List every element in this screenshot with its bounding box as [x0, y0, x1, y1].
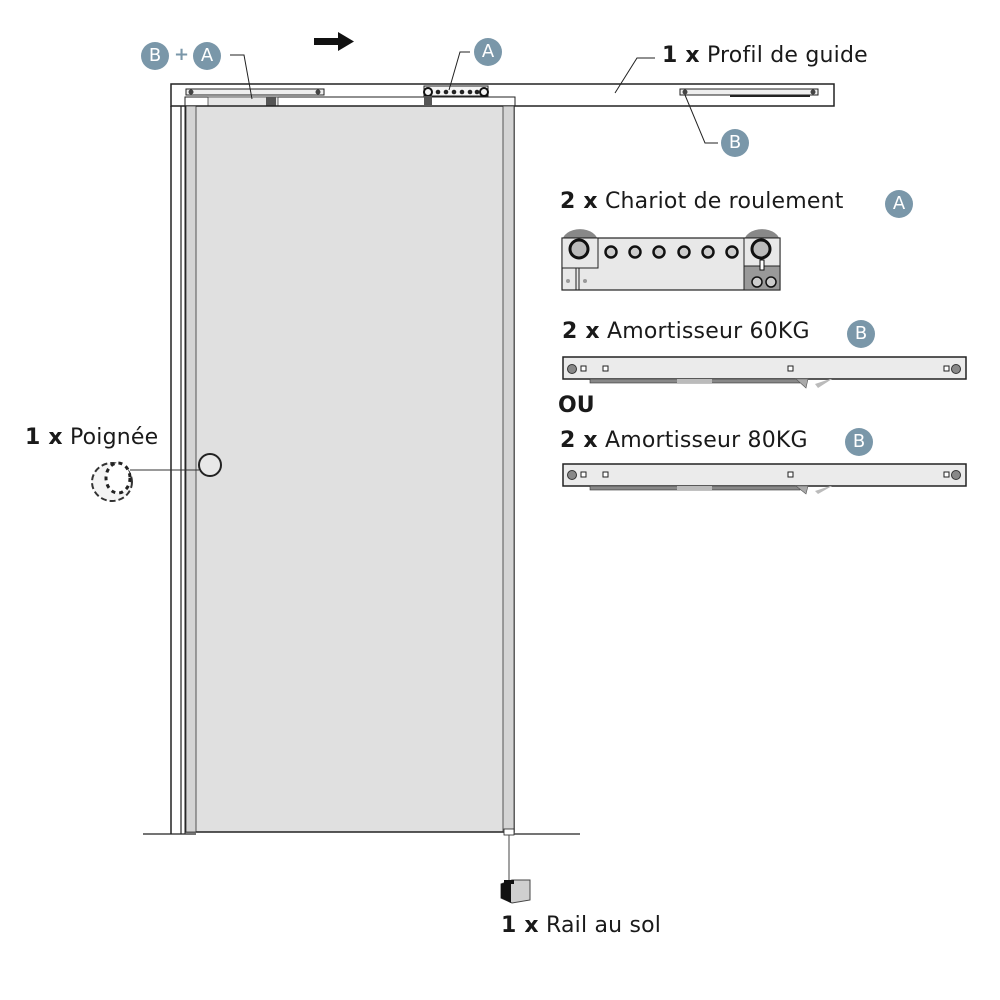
qty: 1 x [501, 913, 539, 938]
door-panel [185, 105, 515, 833]
qty: 2 x [562, 319, 600, 344]
part-name: Amortisseur 60KG [606, 319, 810, 344]
part-name: Chariot de roulement [604, 189, 844, 214]
label-damper-80kg: 2 x Amortisseur 80KG [560, 428, 808, 453]
part-name: Amortisseur 80KG [604, 428, 808, 453]
label-floor-rail: 1 x Rail au sol [501, 913, 661, 938]
qty: 1 x [25, 425, 63, 450]
qty: 2 x [560, 428, 598, 453]
separator-ou: OU [558, 393, 595, 418]
right-arrow-icon [314, 32, 354, 51]
part-name: Poignée [69, 425, 159, 450]
damper-60kg-drawing [562, 356, 967, 389]
qty: 2 x [560, 189, 598, 214]
label-carriage: 2 x Chariot de roulement [560, 189, 844, 214]
handle-icon [91, 461, 133, 502]
badge-b-top-left: B [141, 42, 169, 70]
handle-on-door [198, 453, 222, 477]
damper-80kg-drawing [562, 463, 967, 495]
badge-a-top-middle: A [474, 38, 502, 66]
floor-rail-icon [500, 879, 531, 904]
plus-sign: + [174, 44, 190, 65]
badge-b-rail: B [721, 129, 749, 157]
carriage-detail [561, 229, 781, 291]
label-guide-profile: 1 x Profil de guide [662, 43, 868, 68]
badge-b-60kg: B [847, 320, 875, 348]
badge-a-top-left: A [193, 42, 221, 70]
carriage-mini [423, 85, 489, 105]
label-handle: 1 x Poignée [25, 425, 158, 450]
badge-b-80kg: B [845, 428, 873, 456]
part-name: Rail au sol [545, 913, 662, 938]
qty: 1 x [662, 43, 700, 68]
part-name: Profil de guide [706, 43, 868, 68]
label-damper-60kg: 2 x Amortisseur 60KG [562, 319, 810, 344]
badge-a-carriage: A [885, 190, 913, 218]
